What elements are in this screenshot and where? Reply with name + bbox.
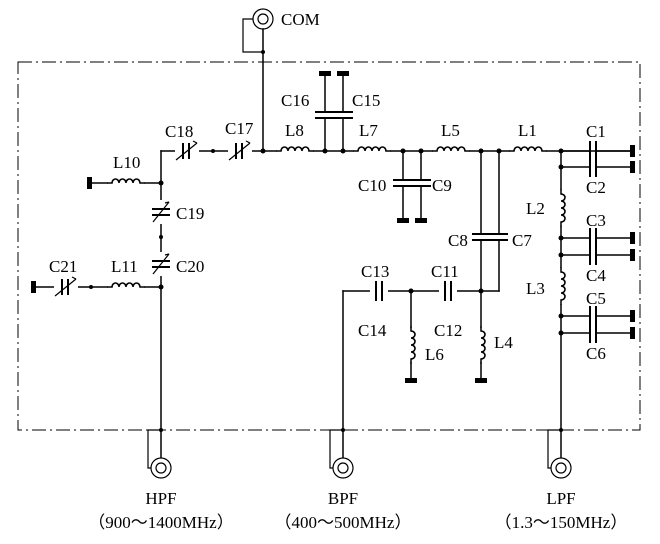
- label-c8: C8: [448, 231, 468, 250]
- label-c12: C12: [434, 321, 462, 340]
- label-c6: C6: [586, 344, 606, 363]
- bpf-label: BPF: [328, 489, 358, 508]
- inductor-l10: [107, 176, 145, 188]
- lpf-port: [547, 428, 572, 479]
- label-c15: C15: [352, 91, 380, 110]
- inductor-l5: [432, 144, 470, 156]
- capacitor-c6: [558, 323, 635, 343]
- bpf-range: （400～500MHz）: [275, 513, 412, 532]
- label-l7: L7: [359, 121, 378, 140]
- inductor-l4: [480, 326, 486, 364]
- capacitor-c16: [315, 71, 335, 154]
- inductor-l3: [554, 267, 566, 305]
- lpf-range: （1.3～150MHz）: [495, 513, 628, 532]
- inductor-l1: [509, 144, 547, 156]
- label-c14: C14: [358, 321, 387, 340]
- label-c20: C20: [176, 257, 204, 276]
- label-c11: C11: [431, 262, 459, 281]
- capacitor-c3: [558, 228, 635, 248]
- label-l6: L6: [425, 345, 444, 364]
- capacitor-c19: [150, 200, 172, 224]
- capacitor-c18: [175, 140, 199, 162]
- inductor-l8: [276, 144, 314, 156]
- capacitor-c9: [411, 148, 431, 223]
- label-c19: C19: [176, 204, 204, 223]
- capacitor-c11: [439, 281, 457, 301]
- lpf-label: LPF: [546, 489, 575, 508]
- label-l1: L1: [518, 121, 537, 140]
- capacitor-c20: [150, 252, 172, 276]
- label-l2: L2: [526, 199, 545, 218]
- capacitor-c5: [558, 306, 635, 326]
- inductor-l6: [410, 326, 416, 364]
- capacitor-c1: [560, 141, 635, 161]
- capacitor-c8: [472, 148, 490, 292]
- label-c2: C2: [586, 178, 606, 197]
- com-port: [242, 8, 274, 152]
- label-c9: C9: [432, 176, 452, 195]
- label-l3: L3: [526, 279, 545, 298]
- label-c17: C17: [225, 119, 254, 138]
- label-c18: C18: [165, 122, 193, 141]
- label-c16: C16: [281, 91, 309, 110]
- label-l4: L4: [494, 333, 513, 352]
- label-c4: C4: [586, 266, 606, 285]
- inductor-l2: [554, 189, 566, 227]
- label-l11: L11: [111, 257, 138, 276]
- label-l8: L8: [285, 121, 304, 140]
- label-c3: C3: [586, 211, 606, 230]
- capacitor-c13: [370, 281, 388, 301]
- label-c10: C10: [358, 176, 386, 195]
- label-c7: C7: [512, 231, 532, 250]
- capacitor-c15: [333, 71, 353, 154]
- capacitor-c10: [393, 148, 413, 223]
- hpf-range: （900～1400MHz）: [88, 513, 233, 532]
- hpf-label: HPF: [145, 489, 176, 508]
- bpf-port: [329, 428, 354, 479]
- capacitor-c21: [54, 276, 78, 298]
- inductor-l11: [107, 280, 145, 292]
- capacitor-c17: [228, 140, 252, 162]
- label-c13: C13: [361, 262, 389, 281]
- capacitor-c7: [490, 148, 508, 292]
- com-label: COM: [281, 10, 320, 29]
- label-l5: L5: [441, 121, 460, 140]
- label-c21: C21: [49, 257, 77, 276]
- label-c5: C5: [586, 289, 606, 308]
- hpf-port: [147, 428, 172, 479]
- enclosure-border: [17, 61, 641, 431]
- label-l10: L10: [113, 153, 140, 172]
- label-c1: C1: [586, 122, 606, 141]
- inductor-l7: [353, 144, 391, 156]
- capacitor-c4: [558, 245, 635, 265]
- capacitor-c2: [558, 157, 635, 177]
